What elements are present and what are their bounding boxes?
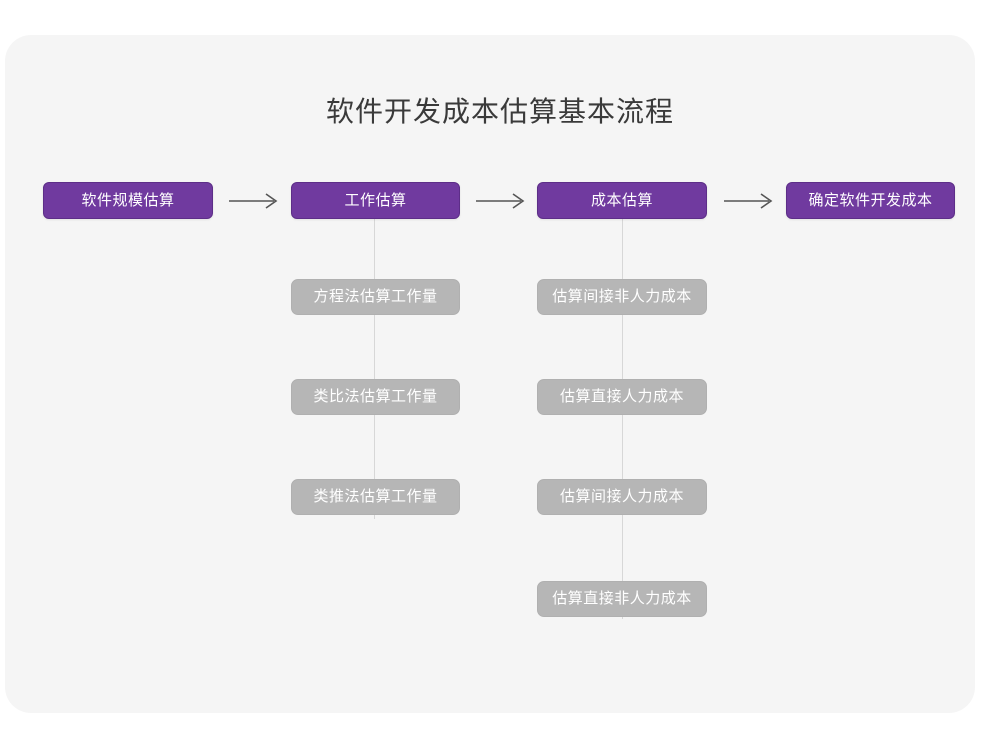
branch-item-indirect-nonlabor-cost[interactable]: 估算间接非人力成本	[537, 279, 707, 315]
branch-item-label: 估算间接人力成本	[559, 488, 684, 505]
arrow-right-icon-3	[724, 193, 773, 209]
branch-item-inference-method[interactable]: 类推法估算工作量	[291, 479, 460, 515]
arrow-right-icon-2	[476, 193, 525, 209]
branch-item-indirect-labor-cost[interactable]: 估算间接人力成本	[537, 479, 707, 515]
step-work-estimation[interactable]: 工作估算	[291, 182, 460, 219]
step-determine-development-cost[interactable]: 确定软件开发成本	[786, 182, 955, 219]
arrow-right-icon-1	[229, 193, 278, 209]
branch-item-label: 方程法估算工作量	[313, 288, 438, 305]
step-label: 工作估算	[344, 191, 407, 209]
connector-line-work	[374, 219, 375, 519]
branch-item-label: 估算直接人力成本	[559, 388, 684, 405]
branch-item-direct-nonlabor-cost[interactable]: 估算直接非人力成本	[537, 581, 707, 617]
connector-line-cost	[622, 219, 623, 619]
step-label: 软件规模估算	[81, 191, 175, 209]
step-label: 成本估算	[590, 191, 653, 209]
page-title: 软件开发成本估算基本流程	[325, 96, 674, 127]
branch-item-analogy-method[interactable]: 类比法估算工作量	[291, 379, 460, 415]
content-panel	[5, 35, 975, 713]
step-cost-estimation[interactable]: 成本估算	[537, 182, 707, 219]
branch-item-direct-labor-cost[interactable]: 估算直接人力成本	[537, 379, 707, 415]
branch-item-equation-method[interactable]: 方程法估算工作量	[291, 279, 460, 315]
step-label: 确定软件开发成本	[808, 191, 933, 209]
branch-item-label: 估算直接非人力成本	[552, 590, 692, 607]
branch-item-label: 类推法估算工作量	[313, 488, 438, 505]
branch-item-label: 估算间接非人力成本	[552, 288, 692, 305]
branch-item-label: 类比法估算工作量	[313, 388, 438, 405]
step-software-scale-estimation[interactable]: 软件规模估算	[43, 182, 213, 219]
